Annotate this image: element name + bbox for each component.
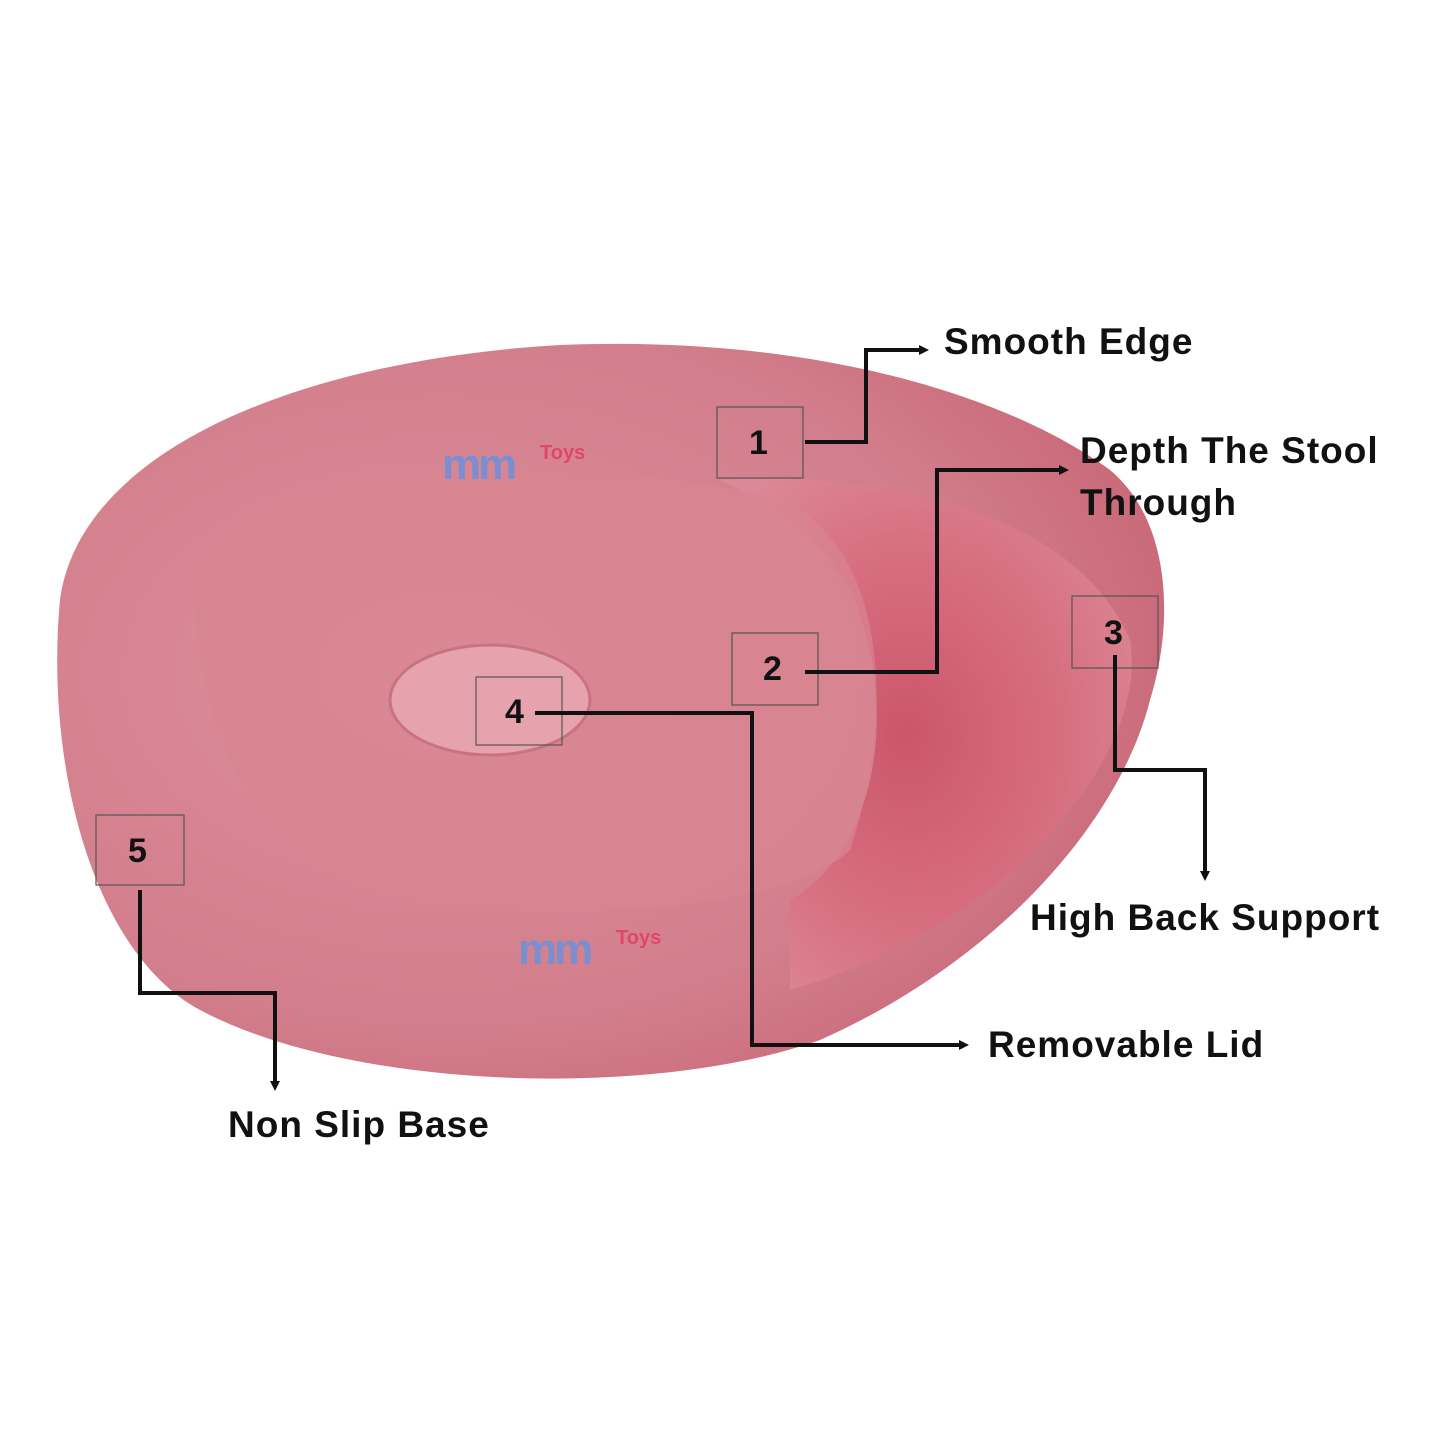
- callout-number-5: 5: [128, 832, 147, 870]
- bowl-area: [720, 478, 1132, 990]
- label-high-back-support: High Back Support: [1030, 897, 1381, 938]
- label-removable-lid: Removable Lid: [988, 1024, 1265, 1065]
- label-smooth-edge: Smooth Edge: [944, 321, 1194, 362]
- callout-number-1: 1: [749, 424, 768, 462]
- callout-number-3: 3: [1104, 614, 1123, 652]
- callout-number-4: 4: [505, 693, 524, 731]
- callout-number-2: 2: [763, 650, 782, 688]
- leader-lines: [138, 345, 1210, 1091]
- label-non-slip-base: Non Slip Base: [228, 1104, 490, 1145]
- label-depth-line1: Depth The Stool: [1080, 430, 1379, 471]
- lid-handle: [388, 643, 592, 757]
- label-depth-line2: Through: [1080, 482, 1238, 523]
